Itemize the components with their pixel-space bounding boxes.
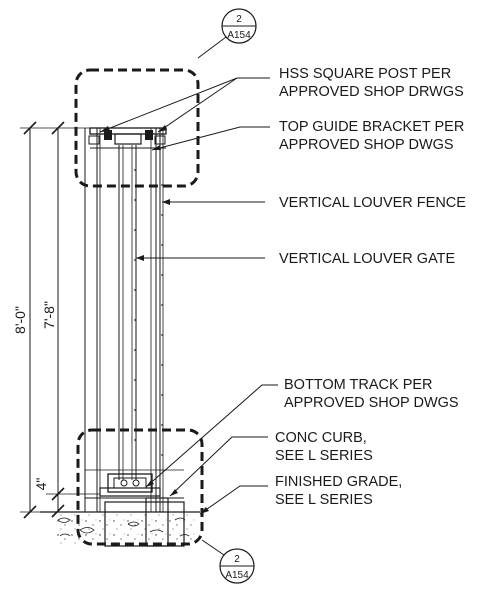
detail-tag-top-sheet: A154 <box>227 30 251 41</box>
detail-tag-top: 2 A154 <box>197 8 257 59</box>
louver-gate-blade <box>118 145 163 480</box>
callout-finished-grade-line1: FINISHED GRADE, <box>275 474 402 490</box>
dim-bottom-gap-label: 4" <box>33 478 49 491</box>
callout-finished-grade-line2: SEE L SERIES <box>275 492 373 508</box>
callout-louver-gate: VERTICAL LOUVER GATE <box>279 251 456 267</box>
callout-top-guide-line1: TOP GUIDE BRACKET PER <box>279 119 464 135</box>
dim-panel-label: 7'-8" <box>41 301 57 329</box>
callout-bottom-track-line1: BOTTOM TRACK PER <box>284 377 433 393</box>
hss-square-post <box>84 128 164 512</box>
callout-hss-post-line1: HSS SQUARE POST PER <box>279 66 451 82</box>
callout-conc-curb-line2: SEE L SERIES <box>275 448 373 464</box>
dimension-panel: 7'-8" <box>41 121 100 501</box>
callout-conc-curb-line1: CONC CURB, <box>275 430 367 446</box>
detail-boundary-bottom <box>76 428 204 546</box>
leader-arrowheads <box>100 125 209 514</box>
ground-soil <box>40 511 200 544</box>
callout-bottom-track-line2: APPROVED SHOP DWGS <box>284 395 459 411</box>
detail-tag-top-number: 2 <box>236 14 242 25</box>
callout-hss-post-line2: APPROVED SHOP DRWGS <box>279 84 464 100</box>
dimension-bottom-gap: 4" <box>33 478 65 518</box>
top-guide-bracket <box>88 127 167 149</box>
detail-tag-bottom-number: 2 <box>234 554 240 565</box>
callout-louver-fence: VERTICAL LOUVER FENCE <box>279 195 466 211</box>
callout-top-guide-line2: APPROVED SHOP DWGS <box>279 137 454 153</box>
dimension-overall: 8'-0" <box>12 121 96 519</box>
leader-lines <box>99 77 278 515</box>
detail-tag-bottom-sheet: A154 <box>225 570 249 581</box>
dim-overall-label: 8'-0" <box>12 306 28 334</box>
detail-tag-bottom: 2 A154 <box>201 539 255 584</box>
